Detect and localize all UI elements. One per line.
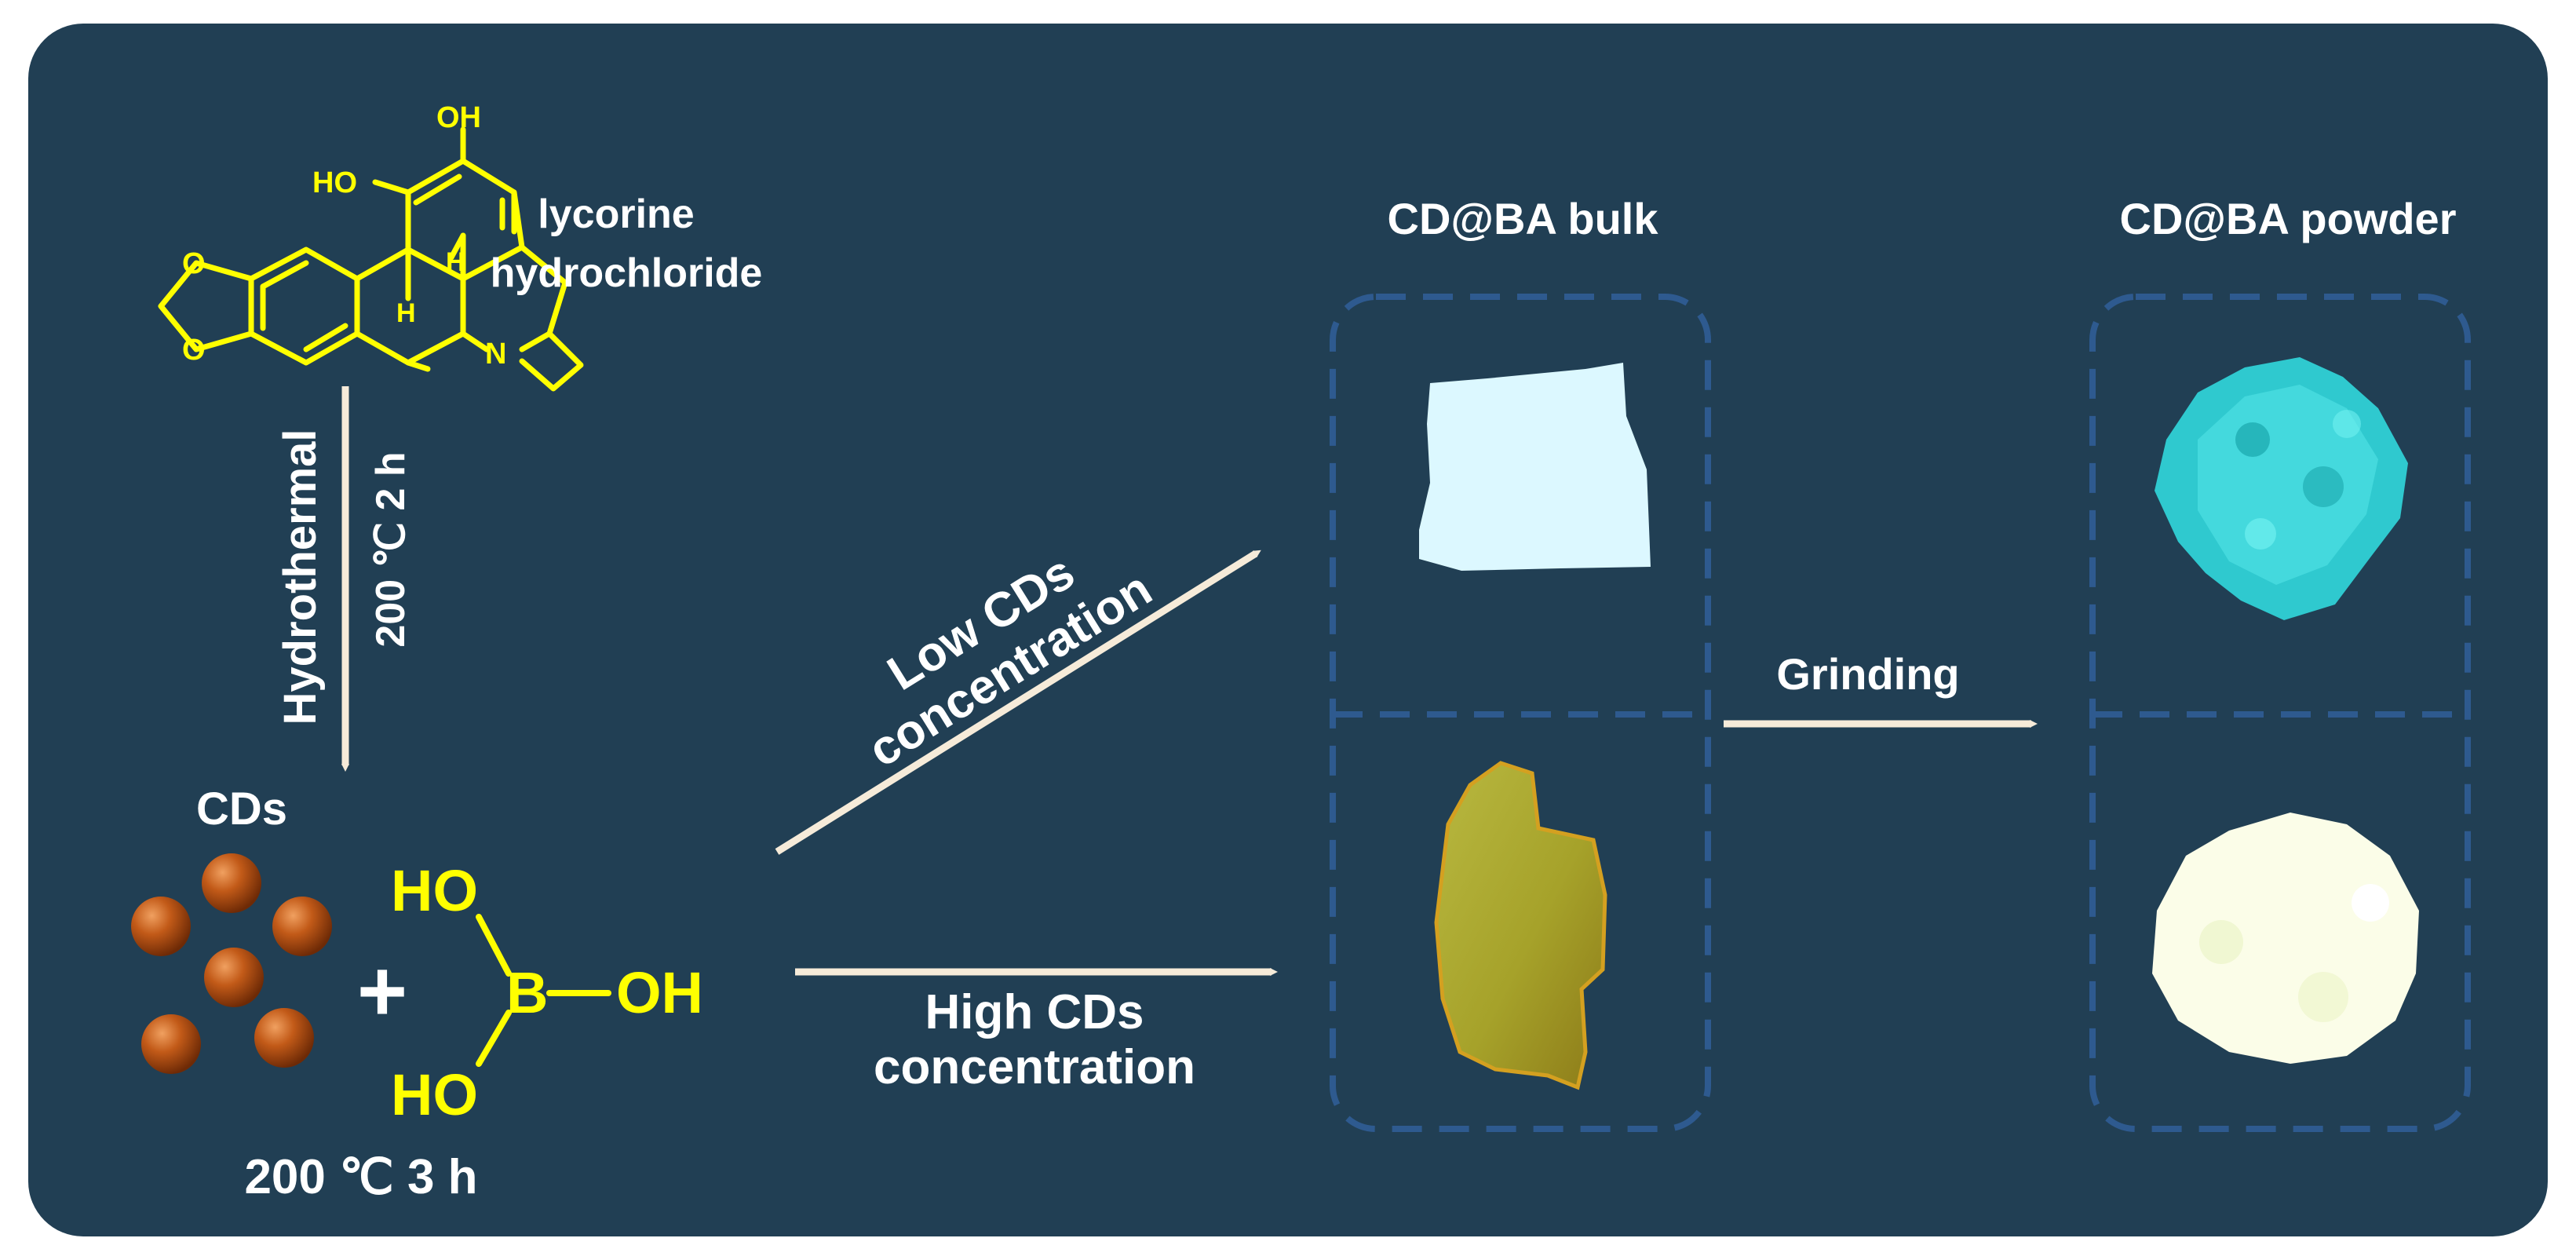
precursor-name-line1: lycorine — [538, 192, 694, 237]
bulk-sample-low — [1419, 363, 1651, 571]
low-concentration-arrow — [775, 550, 1261, 855]
ba-oh-right: OH — [616, 960, 703, 1025]
powder-sample-low — [2155, 357, 2408, 620]
n-atom-label: N — [485, 338, 506, 371]
grinding-label: Grinding — [1776, 649, 1959, 699]
cds-condition-label: 200 ℃ 3 h — [244, 1150, 477, 1204]
ho-left-label: HO — [312, 166, 357, 199]
lycorine-structure — [158, 126, 584, 392]
ba-b-atom: B — [506, 960, 548, 1025]
route-high-line2: concentration — [874, 1040, 1195, 1094]
route-high-line1: High CDs — [925, 985, 1144, 1039]
bulk-title: CD@BA bulk — [1388, 194, 1659, 243]
step1-method-label: Hydrothermal — [275, 429, 326, 725]
cd-particles — [131, 853, 332, 1074]
plus-sign: + — [357, 943, 407, 1039]
o-atom-bottom: O — [182, 334, 206, 367]
ba-ho-top: HO — [391, 858, 478, 923]
oh-top-label: OH — [436, 101, 481, 134]
cd-particle — [272, 897, 332, 956]
cd-particle — [204, 948, 264, 1007]
precursor-name-line2: hydrochloride — [491, 250, 763, 296]
ba-ho-bottom: HO — [391, 1062, 478, 1127]
boric-acid-structure — [476, 914, 611, 1067]
h-left-label: H — [396, 298, 416, 328]
cd-particle — [141, 1014, 201, 1074]
cd-particle — [254, 1008, 314, 1068]
powder-title: CD@BA powder — [2120, 194, 2457, 243]
cds-label: CDs — [196, 783, 287, 835]
step1-condition-label: 200 ℃ 2 h — [368, 451, 414, 647]
cd-particle — [131, 897, 191, 956]
powder-sample-high — [2152, 813, 2419, 1064]
h-ring-label: H — [446, 247, 465, 277]
o-atom-top: O — [182, 247, 206, 280]
cd-particle — [202, 853, 261, 913]
diagram-background — [28, 24, 2548, 1236]
bulk-sample-high — [1434, 761, 1607, 1090]
